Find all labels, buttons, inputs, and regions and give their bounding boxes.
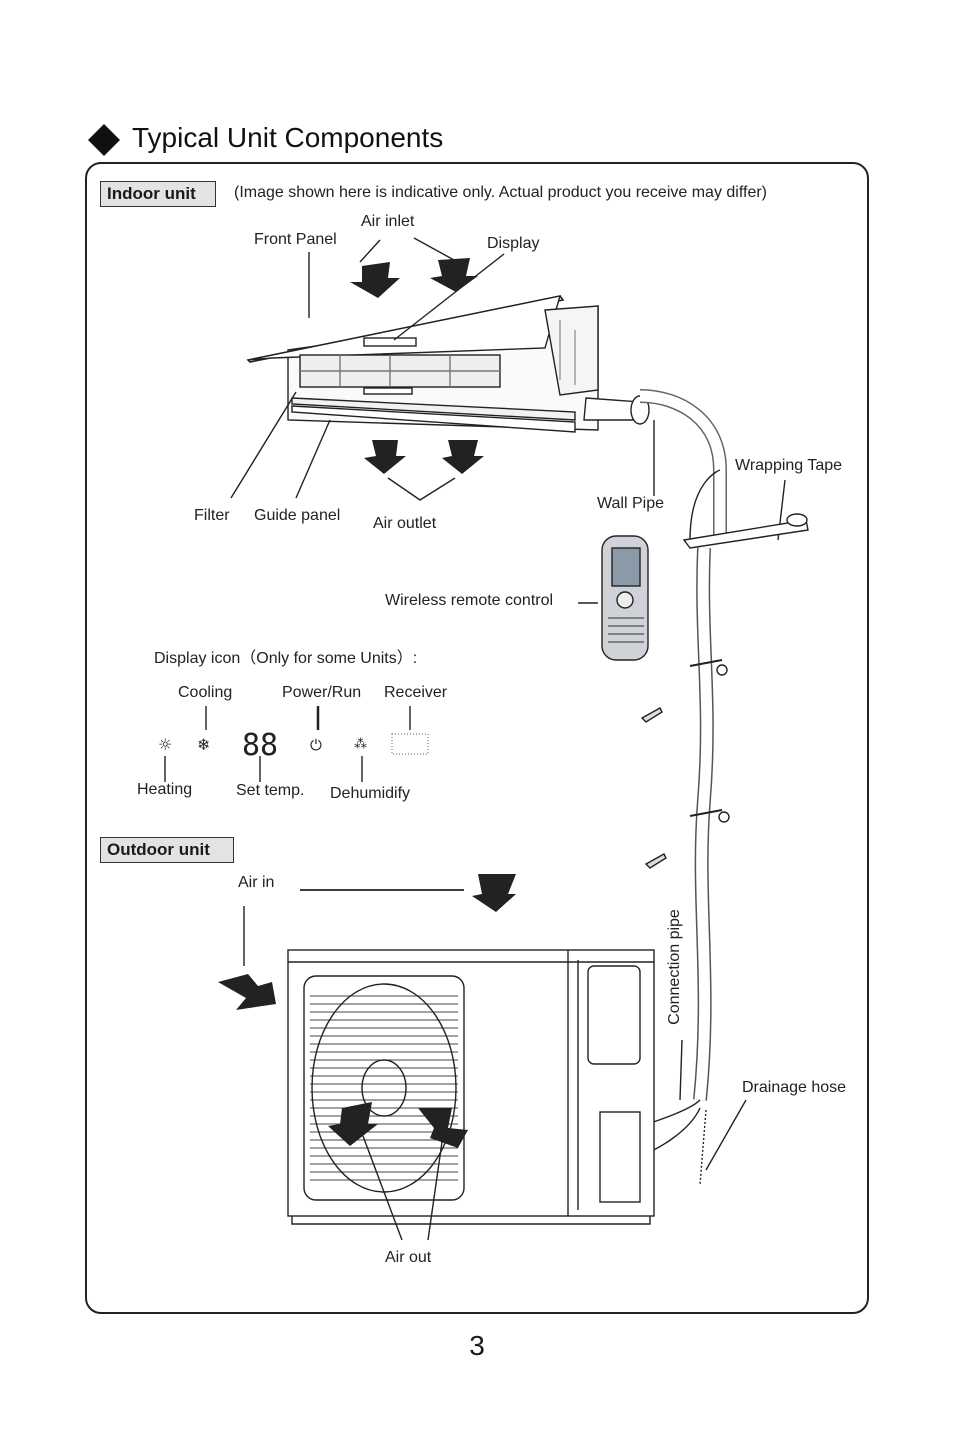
- air-inlet-label: Air inlet: [361, 213, 415, 230]
- dehumidify-icon: ⁂: [354, 737, 367, 752]
- heating-label: Heating: [137, 781, 193, 798]
- page-title: Typical Unit Components: [132, 122, 444, 153]
- drainage-hose-label: Drainage hose: [742, 1079, 847, 1096]
- front-panel-label: Front Panel: [254, 231, 337, 248]
- power-icon: ⏻: [310, 736, 322, 754]
- screws: [640, 707, 667, 869]
- display-panel: ☼ ❄ 88 ⏻ ⁂: [158, 728, 429, 763]
- set-temp-digits: 88: [242, 728, 278, 763]
- indoor-unit-tag: Indoor unit: [100, 181, 216, 207]
- air-in-label: Air in: [238, 874, 275, 891]
- air-inlet-arrows: [350, 258, 478, 298]
- dehumidify-label: Dehumidify: [330, 785, 411, 802]
- receiver-icon: [391, 733, 429, 755]
- power-run-label: Power/Run: [282, 684, 362, 701]
- outdoor-unit-drawing: [287, 949, 655, 1225]
- cooling-label: Cooling: [178, 684, 233, 701]
- air-outlet-label: Air outlet: [373, 515, 437, 532]
- indicative-note: (Image shown here is indicative only. Ac…: [234, 184, 767, 201]
- remote-control-drawing: [601, 535, 649, 661]
- diamond-bullet-icon: [88, 124, 120, 156]
- heating-icon: ☼: [158, 735, 172, 754]
- connection-pipe-label: Connection pipe: [665, 909, 683, 1025]
- air-out-label: Air out: [385, 1249, 432, 1266]
- wall-pipe-label: Wall Pipe: [597, 495, 664, 512]
- set-temp-label: Set temp.: [236, 782, 305, 799]
- filter-label: Filter: [194, 507, 230, 524]
- outdoor-unit-tag: Outdoor unit: [100, 837, 234, 863]
- components-frame: [85, 162, 869, 1314]
- guide-panel-label: Guide panel: [254, 507, 341, 524]
- wrapping-tape-label: Wrapping Tape: [735, 457, 843, 474]
- page-number: 3: [469, 1330, 485, 1361]
- display-label: Display: [487, 235, 540, 252]
- pipe-drawing: [583, 389, 809, 1186]
- display-icon-title: Display icon（Only for some Units）:: [154, 650, 418, 667]
- indoor-unit-drawing: [246, 295, 599, 433]
- air-outlet-arrows: [364, 440, 484, 474]
- receiver-label: Receiver: [384, 684, 448, 701]
- remote-control-label: Wireless remote control: [385, 592, 554, 609]
- air-out-arrows: [328, 1102, 468, 1148]
- cooling-icon: ❄: [197, 735, 210, 754]
